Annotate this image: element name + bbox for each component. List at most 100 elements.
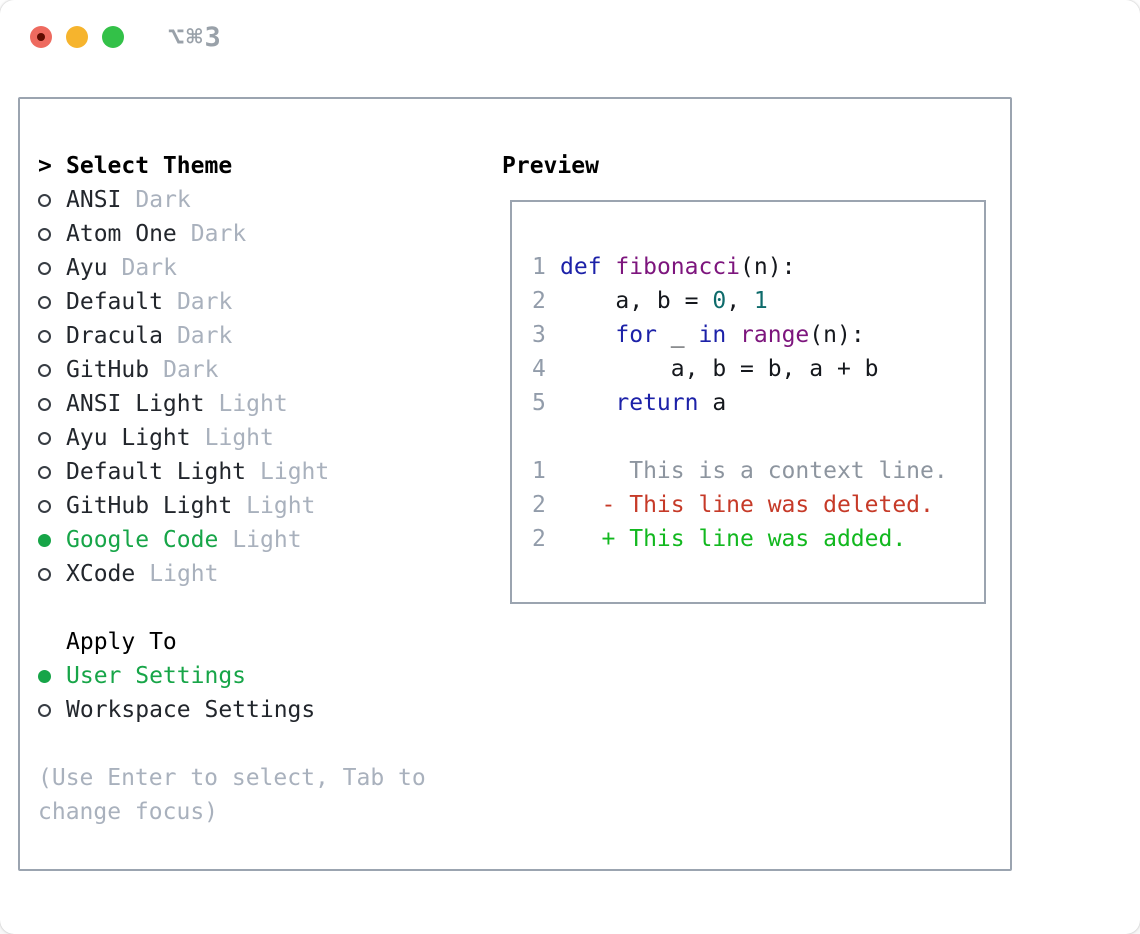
code-text: return a [615,390,727,416]
theme-badge: Light [232,527,302,553]
theme-badge: Dark [190,221,247,247]
preview-header: Preview [502,149,1010,183]
apply-to-title: Apply To [66,629,177,655]
line-number: 3 [532,322,546,348]
theme-badge: Dark [163,357,219,383]
apply-option-name: Workspace Settings [66,697,316,723]
radio-icon [38,533,51,547]
code-line: 5 return a [532,386,984,420]
marker-column [38,261,66,275]
hint-line-2: change focus) [38,799,219,825]
minimize-button[interactable] [66,26,88,48]
theme-option-dracula[interactable]: Dracula Dark [38,319,502,353]
code-line [532,420,984,454]
code-line: 1 def fibonacci(n): [532,250,984,284]
code-text: - This line was deleted. [560,492,934,518]
theme-list-column: > Select Theme ANSI Dark Atom One Dark A [38,149,502,869]
theme-option-github-light[interactable]: GitHub Light Light [38,489,502,523]
radio-icon [38,329,51,343]
apply-to-list: User Settings Workspace Settings [38,659,502,727]
radio-icon [38,261,51,275]
radio-icon [38,465,51,479]
line-number: 2 [532,526,546,552]
theme-option-ayu-light[interactable]: Ayu Light Light [38,421,502,455]
theme-name: GitHub Light [66,493,233,519]
spacer [38,591,502,625]
theme-option-atom-one[interactable]: Atom One Dark [38,217,502,251]
code-line: 1 This is a context line. [532,454,984,488]
theme-name: Ayu [66,255,108,281]
theme-name: XCode [66,561,136,587]
marker-column [38,227,66,241]
theme-name: Atom One [66,221,177,247]
preview-title: Preview [502,153,599,179]
code-line: 2 - This line was deleted. [532,488,984,522]
radio-icon [38,227,51,241]
apply-option-workspace-settings[interactable]: Workspace Settings [38,693,502,727]
code-text: def fibonacci(n): [560,254,796,280]
select-theme-title: Select Theme [66,153,233,179]
theme-option-default-light[interactable]: Default Light Light [38,455,502,489]
marker-column [38,499,66,513]
code-text: a, b = 0, 1 [560,288,768,314]
theme-badge: Light [218,391,288,417]
theme-option-xcode[interactable]: XCode Light [38,557,502,591]
theme-badge: Dark [135,187,191,213]
marker-column [38,397,66,411]
apply-option-name: User Settings [66,663,247,689]
hint-line-1: (Use Enter to select, Tab to [38,765,426,791]
marker-column [38,329,66,343]
theme-name: Ayu Light [66,425,191,451]
apply-to-header: Apply To [38,625,502,659]
theme-badge: Dark [121,255,177,281]
theme-name: Default Light [66,459,247,485]
theme-name: GitHub [66,357,150,383]
theme-badge: Dark [176,323,233,349]
theme-option-ansi[interactable]: ANSI Dark [38,183,502,217]
theme-option-google-code[interactable]: Google Code Light [38,523,502,557]
preview-column: Preview 1 def fibonacci(n): 2 a, b = 0, 1 3… [502,149,1010,869]
preview-box: 1 def fibonacci(n): 2 a, b = 0, 1 3 for _ i… [510,200,986,604]
radio-icon [38,397,51,411]
line-number: 1 [532,458,546,484]
theme-name: Dracula [66,323,163,349]
marker-column [38,567,66,581]
line-number: 2 [532,492,546,518]
theme-option-default[interactable]: Default Dark [38,285,502,319]
theme-badge: Light [246,493,316,519]
prompt-icon: > [38,153,52,179]
radio-icon [38,431,51,445]
radio-icon [38,363,51,377]
keyboard-shortcut-label: ⌥⌘3 [168,21,223,53]
code-text: This is a context line. [560,458,948,484]
radio-icon [38,567,51,581]
theme-name: Google Code [66,527,219,553]
radio-icon [38,669,51,683]
radio-icon [38,703,51,717]
theme-option-ayu[interactable]: Ayu Dark [38,251,502,285]
marker-column [38,363,66,377]
theme-option-ansi-light[interactable]: ANSI Light Light [38,387,502,421]
theme-badge: Light [204,425,274,451]
code-text: a, b = b, a + b [560,356,879,382]
select-theme-header: > Select Theme [38,149,502,183]
theme-badge: Dark [176,289,233,315]
spacer [38,727,502,761]
titlebar: ⌥⌘3 [0,0,1140,74]
marker-column [38,703,66,717]
theme-name: ANSI Light [66,391,205,417]
code-line: 2 + This line was added. [532,522,984,556]
radio-icon [38,295,51,309]
apply-option-user-settings[interactable]: User Settings [38,659,502,693]
marker-column [38,431,66,445]
theme-option-github[interactable]: GitHub Dark [38,353,502,387]
zoom-button[interactable] [102,26,124,48]
theme-name: ANSI [66,187,122,213]
line-number: 1 [532,254,546,280]
close-button[interactable] [30,26,52,48]
theme-badge: Light [149,561,219,587]
code-line: 3 for _ in range(n): [532,318,984,352]
marker-column [38,193,66,207]
theme-badge: Light [260,459,330,485]
